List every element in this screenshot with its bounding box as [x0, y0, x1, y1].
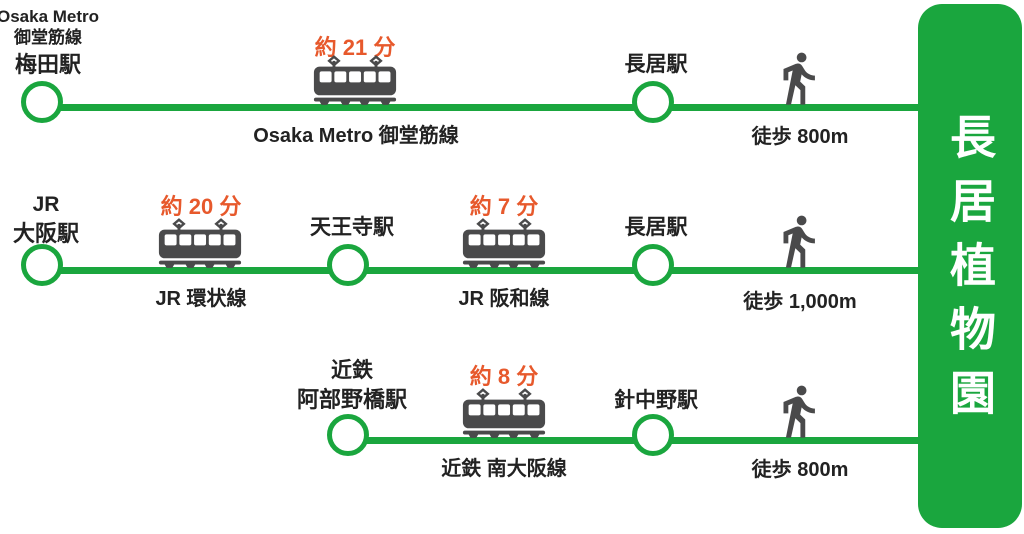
station-circle: [632, 81, 674, 123]
start-station-line2: 御堂筋線: [13, 28, 82, 48]
line-name-label: JR 環状線: [155, 288, 247, 310]
start-station-label: JR 大阪駅: [13, 190, 79, 248]
train-icon-slot: [157, 218, 243, 273]
station-circle: [21, 244, 63, 286]
start-station-line1: 近鉄: [330, 359, 373, 382]
start-station-label: 近鉄 阿部野橋駅: [297, 356, 407, 414]
duration-label: 約 20 分: [160, 194, 242, 219]
walker-icon-slot: [769, 378, 827, 445]
destination-banner: 長居植物園: [918, 4, 1022, 528]
train-icon-slot: [461, 388, 547, 443]
pedestrian-icon: [783, 52, 815, 105]
duration-label: 約 8 分: [469, 364, 539, 389]
line-name-label: Osaka Metro 御堂筋線: [253, 125, 459, 147]
station-circle: [632, 414, 674, 456]
walk-distance-label: 徒歩 800m: [751, 459, 849, 481]
start-station-label: Osaka Metro 御堂筋線 梅田駅: [0, 6, 99, 78]
station-label: 針中野駅: [614, 389, 698, 412]
station-label: 長居駅: [624, 216, 688, 239]
station-circle: [632, 244, 674, 286]
station-label: 天王寺駅: [310, 216, 394, 239]
station-label: 長居駅: [624, 53, 688, 76]
train-icon-slot: [461, 218, 547, 273]
rail-line: [47, 104, 920, 111]
destination-title: 長居植物園: [944, 113, 996, 433]
pedestrian-icon: [783, 385, 815, 438]
rail-line: [47, 267, 920, 274]
duration-label: 約 21 分: [314, 35, 396, 60]
station-circle: [21, 81, 63, 123]
walk-distance-label: 徒歩 1,000m: [743, 291, 857, 313]
start-station-line1: JR: [32, 193, 60, 216]
start-station-name: 梅田駅: [14, 51, 82, 77]
station-circle: [327, 414, 369, 456]
train-icon: [158, 218, 242, 268]
walk-distance-label: 徒歩 800m: [751, 126, 849, 148]
start-station-line1: Osaka Metro: [0, 7, 100, 26]
train-icon: [313, 55, 397, 105]
walker-icon-slot: [769, 208, 827, 275]
train-icon: [462, 218, 546, 268]
start-station-name: 大阪駅: [12, 221, 80, 247]
walker-icon-slot: [769, 45, 827, 112]
line-name-label: JR 阪和線: [458, 288, 550, 310]
duration-label: 約 7 分: [469, 194, 539, 219]
pedestrian-icon: [783, 215, 815, 268]
line-name-label: 近鉄 南大阪線: [441, 458, 567, 480]
train-icon: [462, 388, 546, 438]
station-circle: [327, 244, 369, 286]
start-station-name: 阿部野橋駅: [296, 387, 408, 413]
train-icon-slot: [312, 55, 398, 110]
